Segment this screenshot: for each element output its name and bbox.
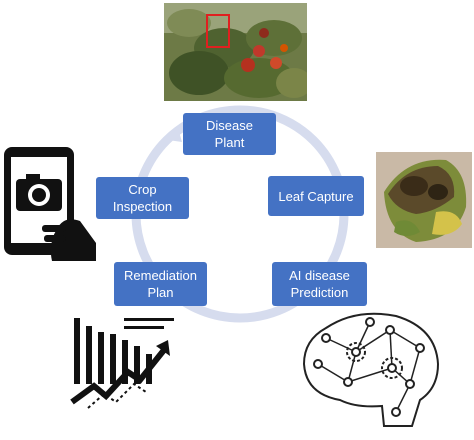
step-crop-inspection[interactable]: Crop Inspection [96, 177, 189, 219]
growth-chart-icon [64, 310, 184, 414]
diseased-leaf-photo [376, 152, 472, 248]
cycle-arrowhead [168, 128, 182, 142]
step-disease-plant[interactable]: Disease Plant [183, 113, 276, 155]
step-remediation-plan[interactable]: Remediation Plan [114, 262, 207, 306]
step-leaf-capture[interactable]: Leaf Capture [268, 176, 364, 216]
step-ai-disease-prediction[interactable]: AI disease Prediction [272, 262, 367, 306]
tomato-plant-photo [164, 3, 307, 101]
ai-brain-network-icon [296, 308, 446, 430]
detection-box [206, 14, 230, 48]
phone-camera-icon [2, 143, 98, 261]
